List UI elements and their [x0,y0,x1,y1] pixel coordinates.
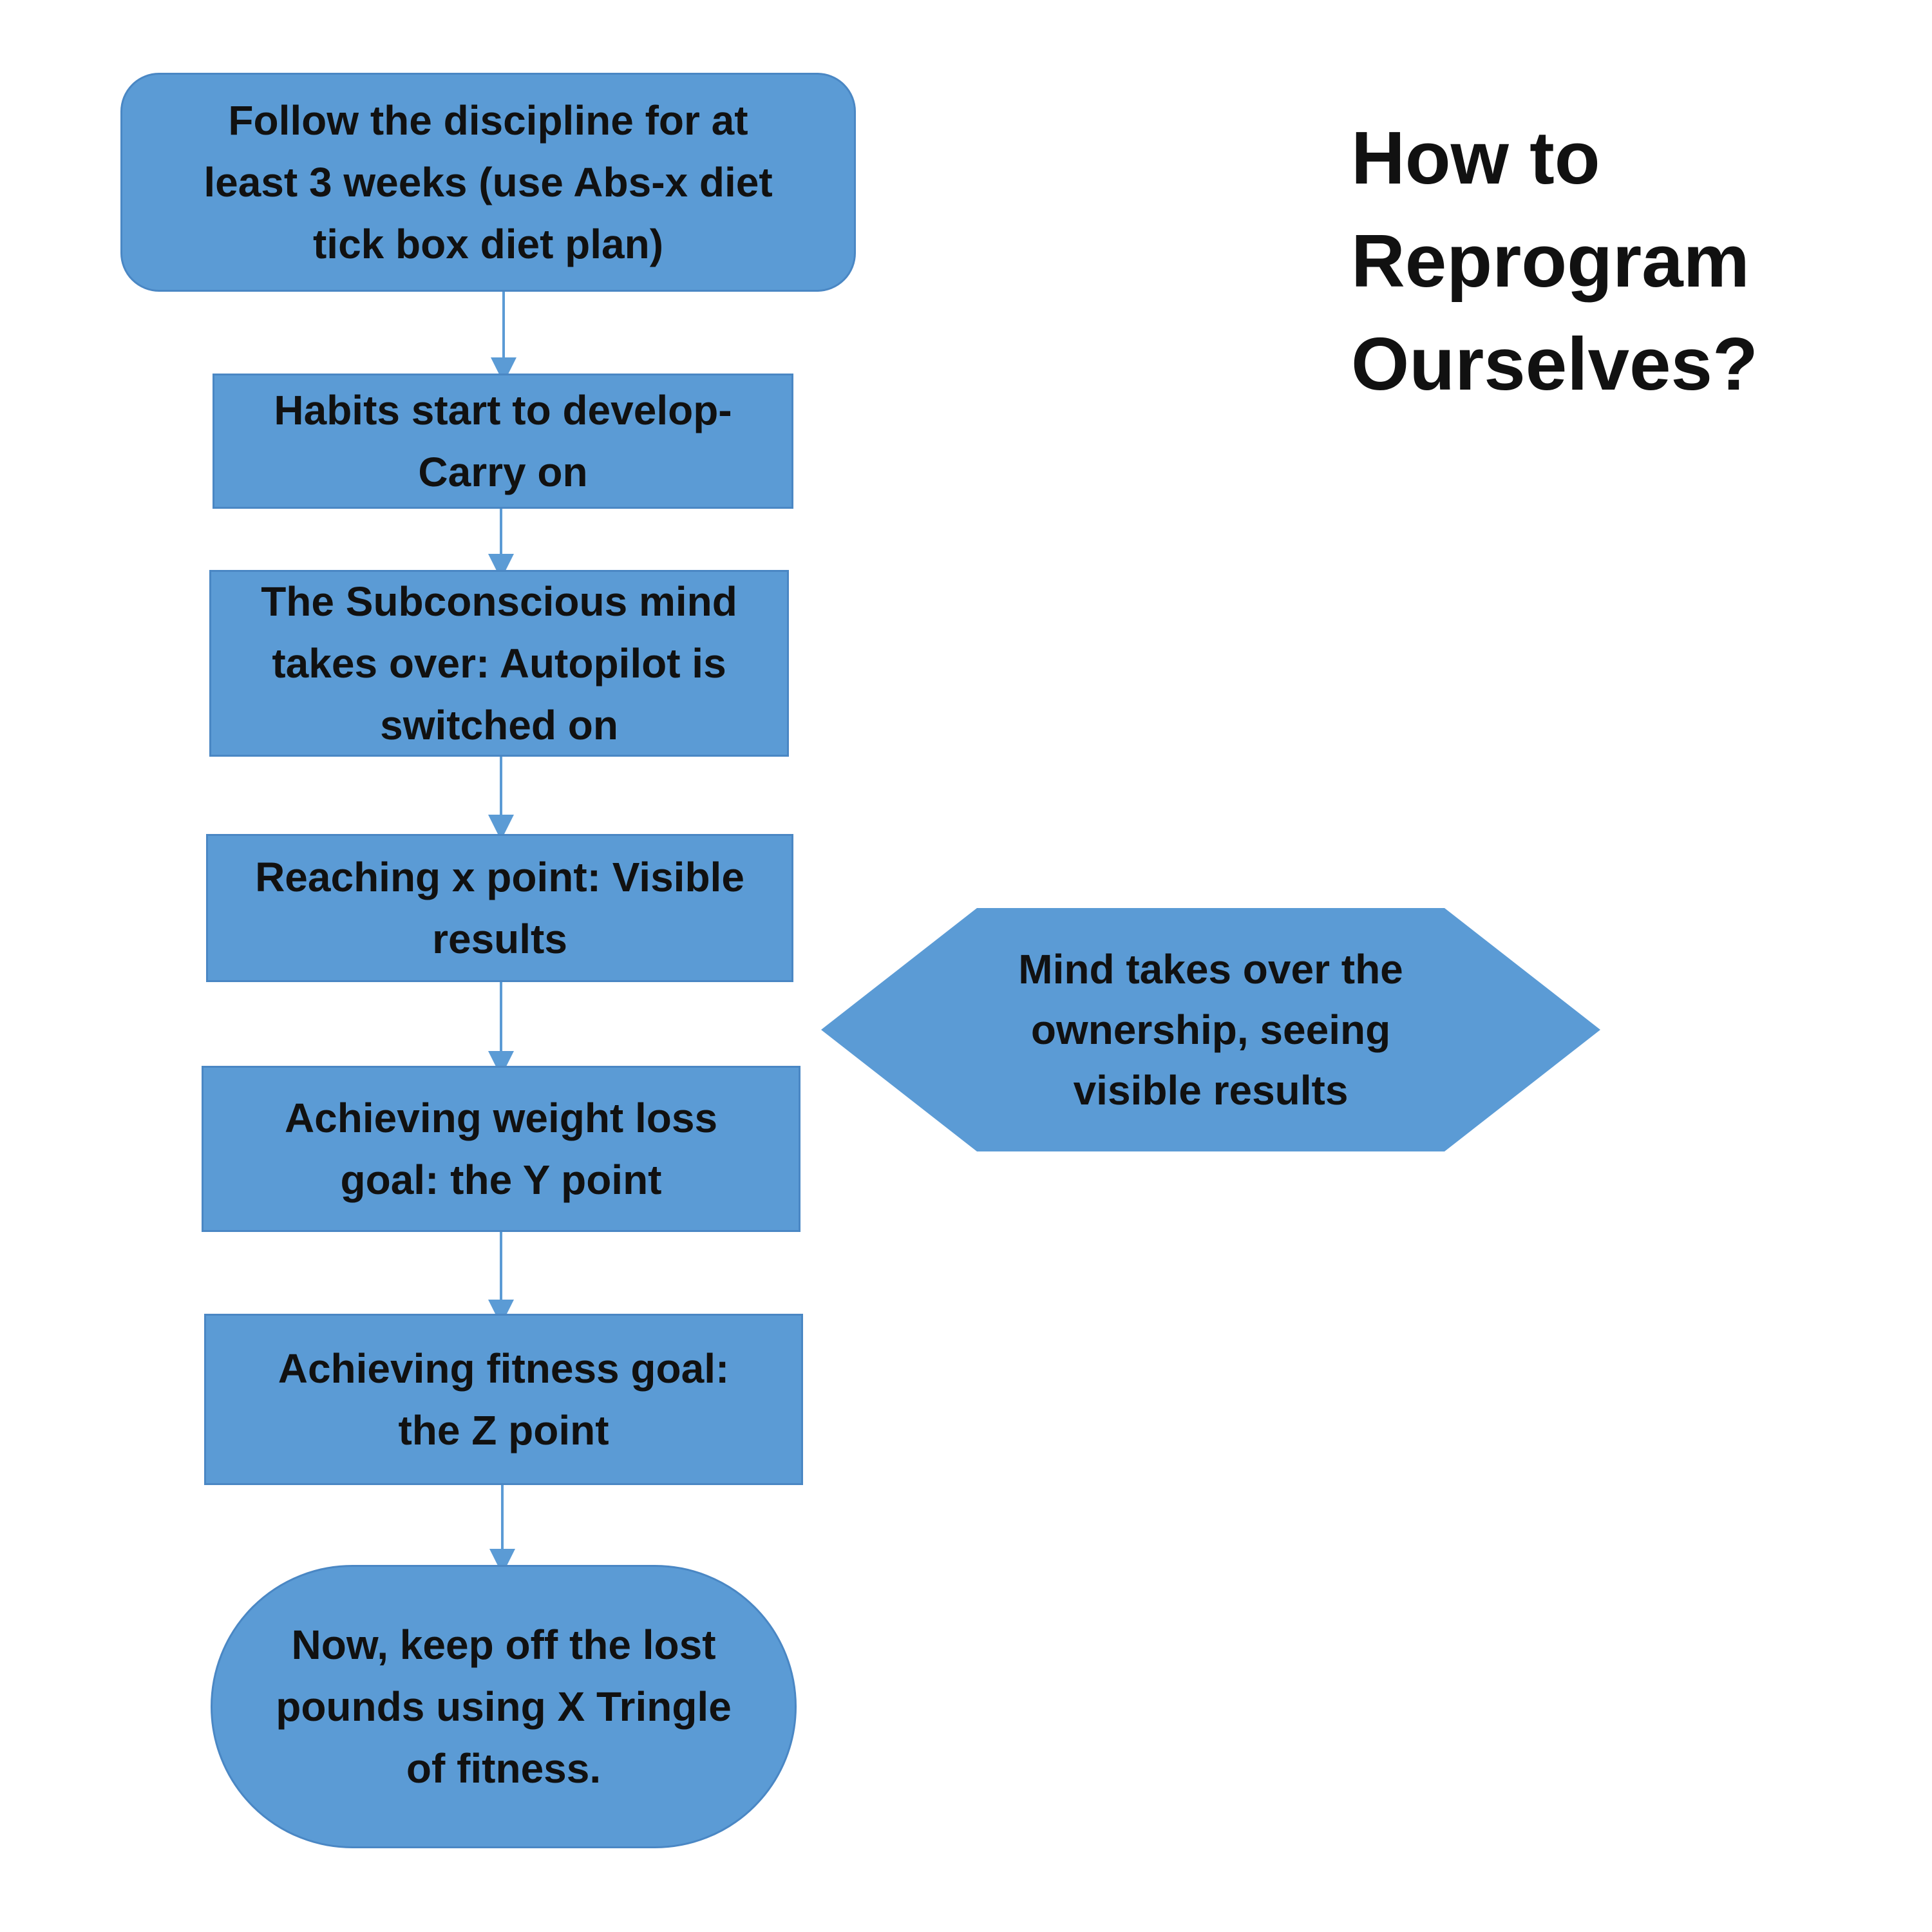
flow-step-subconscious-label: The Subconscious mind takes over: Autopi… [261,578,737,748]
flow-step-discipline: Follow the discipline for at least 3 wee… [120,73,856,292]
flow-step-visible-results: Reaching x point: Visible results [206,834,793,982]
side-note-hexagon: Mind takes over the ownership, seeing vi… [821,908,1600,1151]
flow-step-discipline-label: Follow the discipline for at least 3 wee… [204,97,773,267]
flow-step-keep-off-pounds-label: Now, keep off the lost pounds using X Tr… [276,1622,732,1792]
flow-step-weight-loss-goal-label: Achieving weight loss goal: the Y point [284,1095,718,1203]
flow-step-subconscious: The Subconscious mind takes over: Autopi… [209,570,789,757]
flow-step-habits: Habits start to develop- Carry on [213,374,793,509]
flow-step-fitness-goal: Achieving fitness goal: the Z point [204,1314,803,1485]
flow-step-fitness-goal-label: Achieving fitness goal: the Z point [278,1345,730,1454]
flow-step-habits-label: Habits start to develop- Carry on [274,387,732,495]
flow-step-weight-loss-goal: Achieving weight loss goal: the Y point [202,1066,800,1232]
page-title: How to Reprogram Ourselves? [1351,116,1758,406]
side-note-label: Mind takes over the ownership, seeing vi… [1018,946,1403,1113]
flow-step-keep-off-pounds: Now, keep off the lost pounds using X Tr… [211,1565,797,1848]
flow-step-visible-results-label: Reaching x point: Visible results [255,854,744,962]
